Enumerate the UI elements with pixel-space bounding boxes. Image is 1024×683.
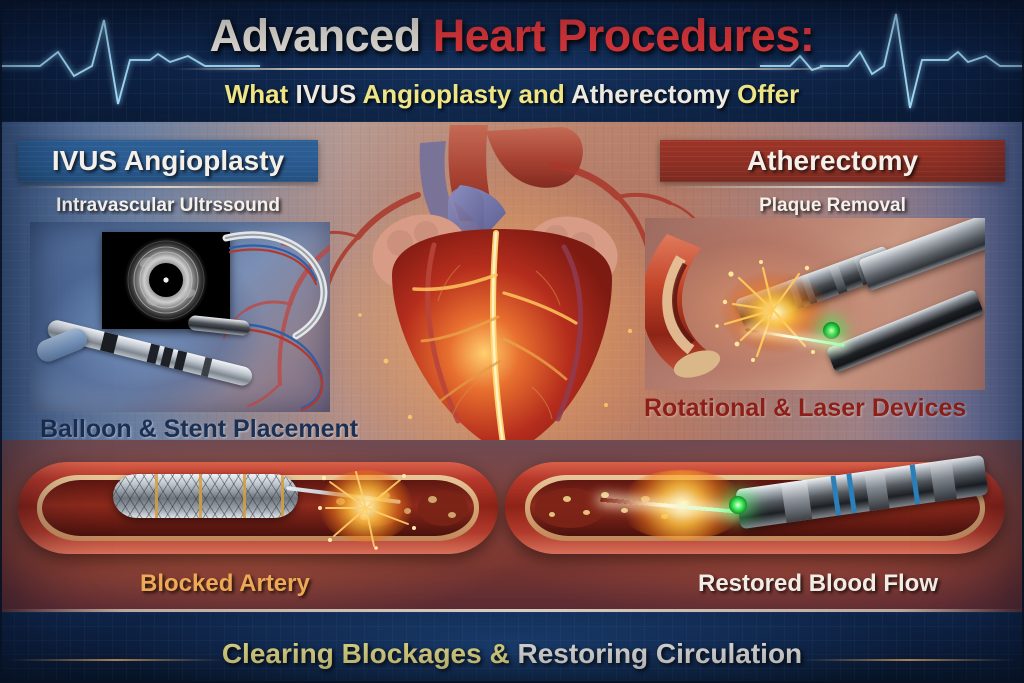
stent-mesh-texture — [113, 474, 298, 518]
title-divider — [172, 68, 852, 70]
left-panel-subheading: Intravascular Ultrssound — [56, 195, 280, 216]
footer-tagline: Clearing Blockages & Restoring Circulati… — [0, 638, 1024, 670]
footer-banner: Clearing Blockages & Restoring Circulati… — [0, 612, 1024, 683]
footer-segment-restoring: Restoring Circulation — [517, 638, 803, 669]
right-band-texture — [660, 140, 1005, 182]
laser-emitter-tip — [823, 322, 840, 339]
footer-segment-clearing: Clearing Blockages & — [221, 638, 518, 669]
footer-accent-line-right — [801, 659, 1016, 661]
coronary-stent — [113, 474, 298, 518]
page-title: Advanced Heart Procedures: — [0, 10, 1024, 62]
subtitle-segment-what: What — [224, 79, 296, 109]
header-banner: Advanced Heart Procedures: What IVUS Ang… — [0, 0, 1024, 122]
title-segment-heart-procedures: Heart Procedures: — [432, 10, 815, 61]
catheter-cable-icon — [222, 231, 328, 340]
ivus-catheter-illustration — [30, 222, 330, 412]
blocked-artery-illustration — [18, 448, 498, 568]
footer-top-divider — [0, 609, 1024, 612]
left-bottom-label: Blocked Artery — [140, 570, 310, 597]
right-panel-divider — [660, 186, 1005, 188]
ivus-rings-graphic — [102, 232, 230, 329]
title-segment-advanced: Advanced — [209, 10, 433, 61]
restored-artery-illustration — [505, 448, 1005, 568]
left-panel-header-band: IVUS Angioplasty — [18, 140, 318, 182]
anatomical-heart-illustration — [300, 125, 702, 475]
left-panel-heading: IVUS Angioplasty — [51, 145, 285, 176]
laser-emitter-tip-right — [729, 496, 747, 514]
right-panel-heading: Atherectomy — [746, 145, 919, 176]
right-mid-label: Rotational & Laser Devices — [644, 394, 967, 422]
right-bottom-label: Restored Blood Flow — [698, 570, 938, 597]
subtitle-segment-offer: Offer — [729, 79, 800, 109]
right-panel-header-band: Atherectomy — [660, 140, 1005, 182]
subtitle-segment-ivus: IVUS — [295, 79, 357, 109]
catheter-tail-cable-icon — [238, 322, 324, 412]
atherectomy-device-illustration — [645, 218, 985, 390]
left-panel-divider — [18, 186, 318, 188]
right-panel-subheading: Plaque Removal — [759, 195, 906, 216]
left-mid-label: Balloon & Stent Placement — [40, 415, 359, 443]
lower-artery-section — [0, 440, 1024, 612]
subtitle-segment-angioplasty-and: Angioplasty and — [356, 79, 571, 109]
ivus-cross-section-scan-icon — [102, 232, 230, 329]
atherectomy-drive-shaft — [858, 218, 985, 292]
left-band-texture — [18, 140, 318, 182]
subtitle-segment-atherectomy: Atherectomy — [570, 79, 730, 109]
spark-rays-left-icon — [318, 471, 416, 550]
footer-accent-line-left — [8, 659, 223, 661]
curved-artery-icon — [645, 234, 721, 378]
page-subtitle: What IVUS Angioplasty and Atherectomy Of… — [0, 79, 1024, 110]
